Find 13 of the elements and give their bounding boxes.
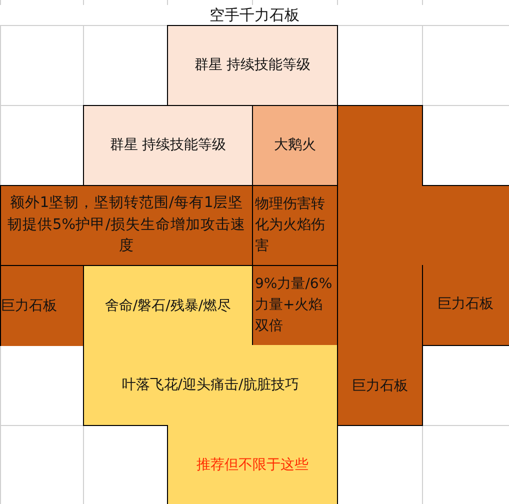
skill-cell: 群星 持续技能等级: [83, 105, 253, 186]
note-cell: 推荐但不限于这些: [167, 425, 338, 504]
skill-cell: 叶落飞花/迎头痛击/肮脏技巧: [83, 345, 338, 426]
skill-cell: 额外1坚韧，坚韧转范围/每有1层坚韧提供5%护甲/损失生命增加攻击速度: [0, 185, 253, 266]
skill-cell: 舍命/磐石/残暴/燃尽: [83, 265, 253, 346]
skill-cell: 大鹅火: [252, 105, 338, 186]
sheet-title: 空手千力石板: [210, 6, 300, 24]
item-cell: 巨力石板: [422, 185, 509, 346]
item-cell: 巨力石板: [337, 265, 423, 426]
skill-cell: 9%力量/6%力量+火焰双倍: [252, 265, 338, 346]
skill-cell: 物理伤害转化为火焰伤害: [252, 185, 338, 266]
item-cell: 巨力石板: [0, 265, 84, 346]
skill-cell: 群星 持续技能等级: [167, 25, 338, 106]
